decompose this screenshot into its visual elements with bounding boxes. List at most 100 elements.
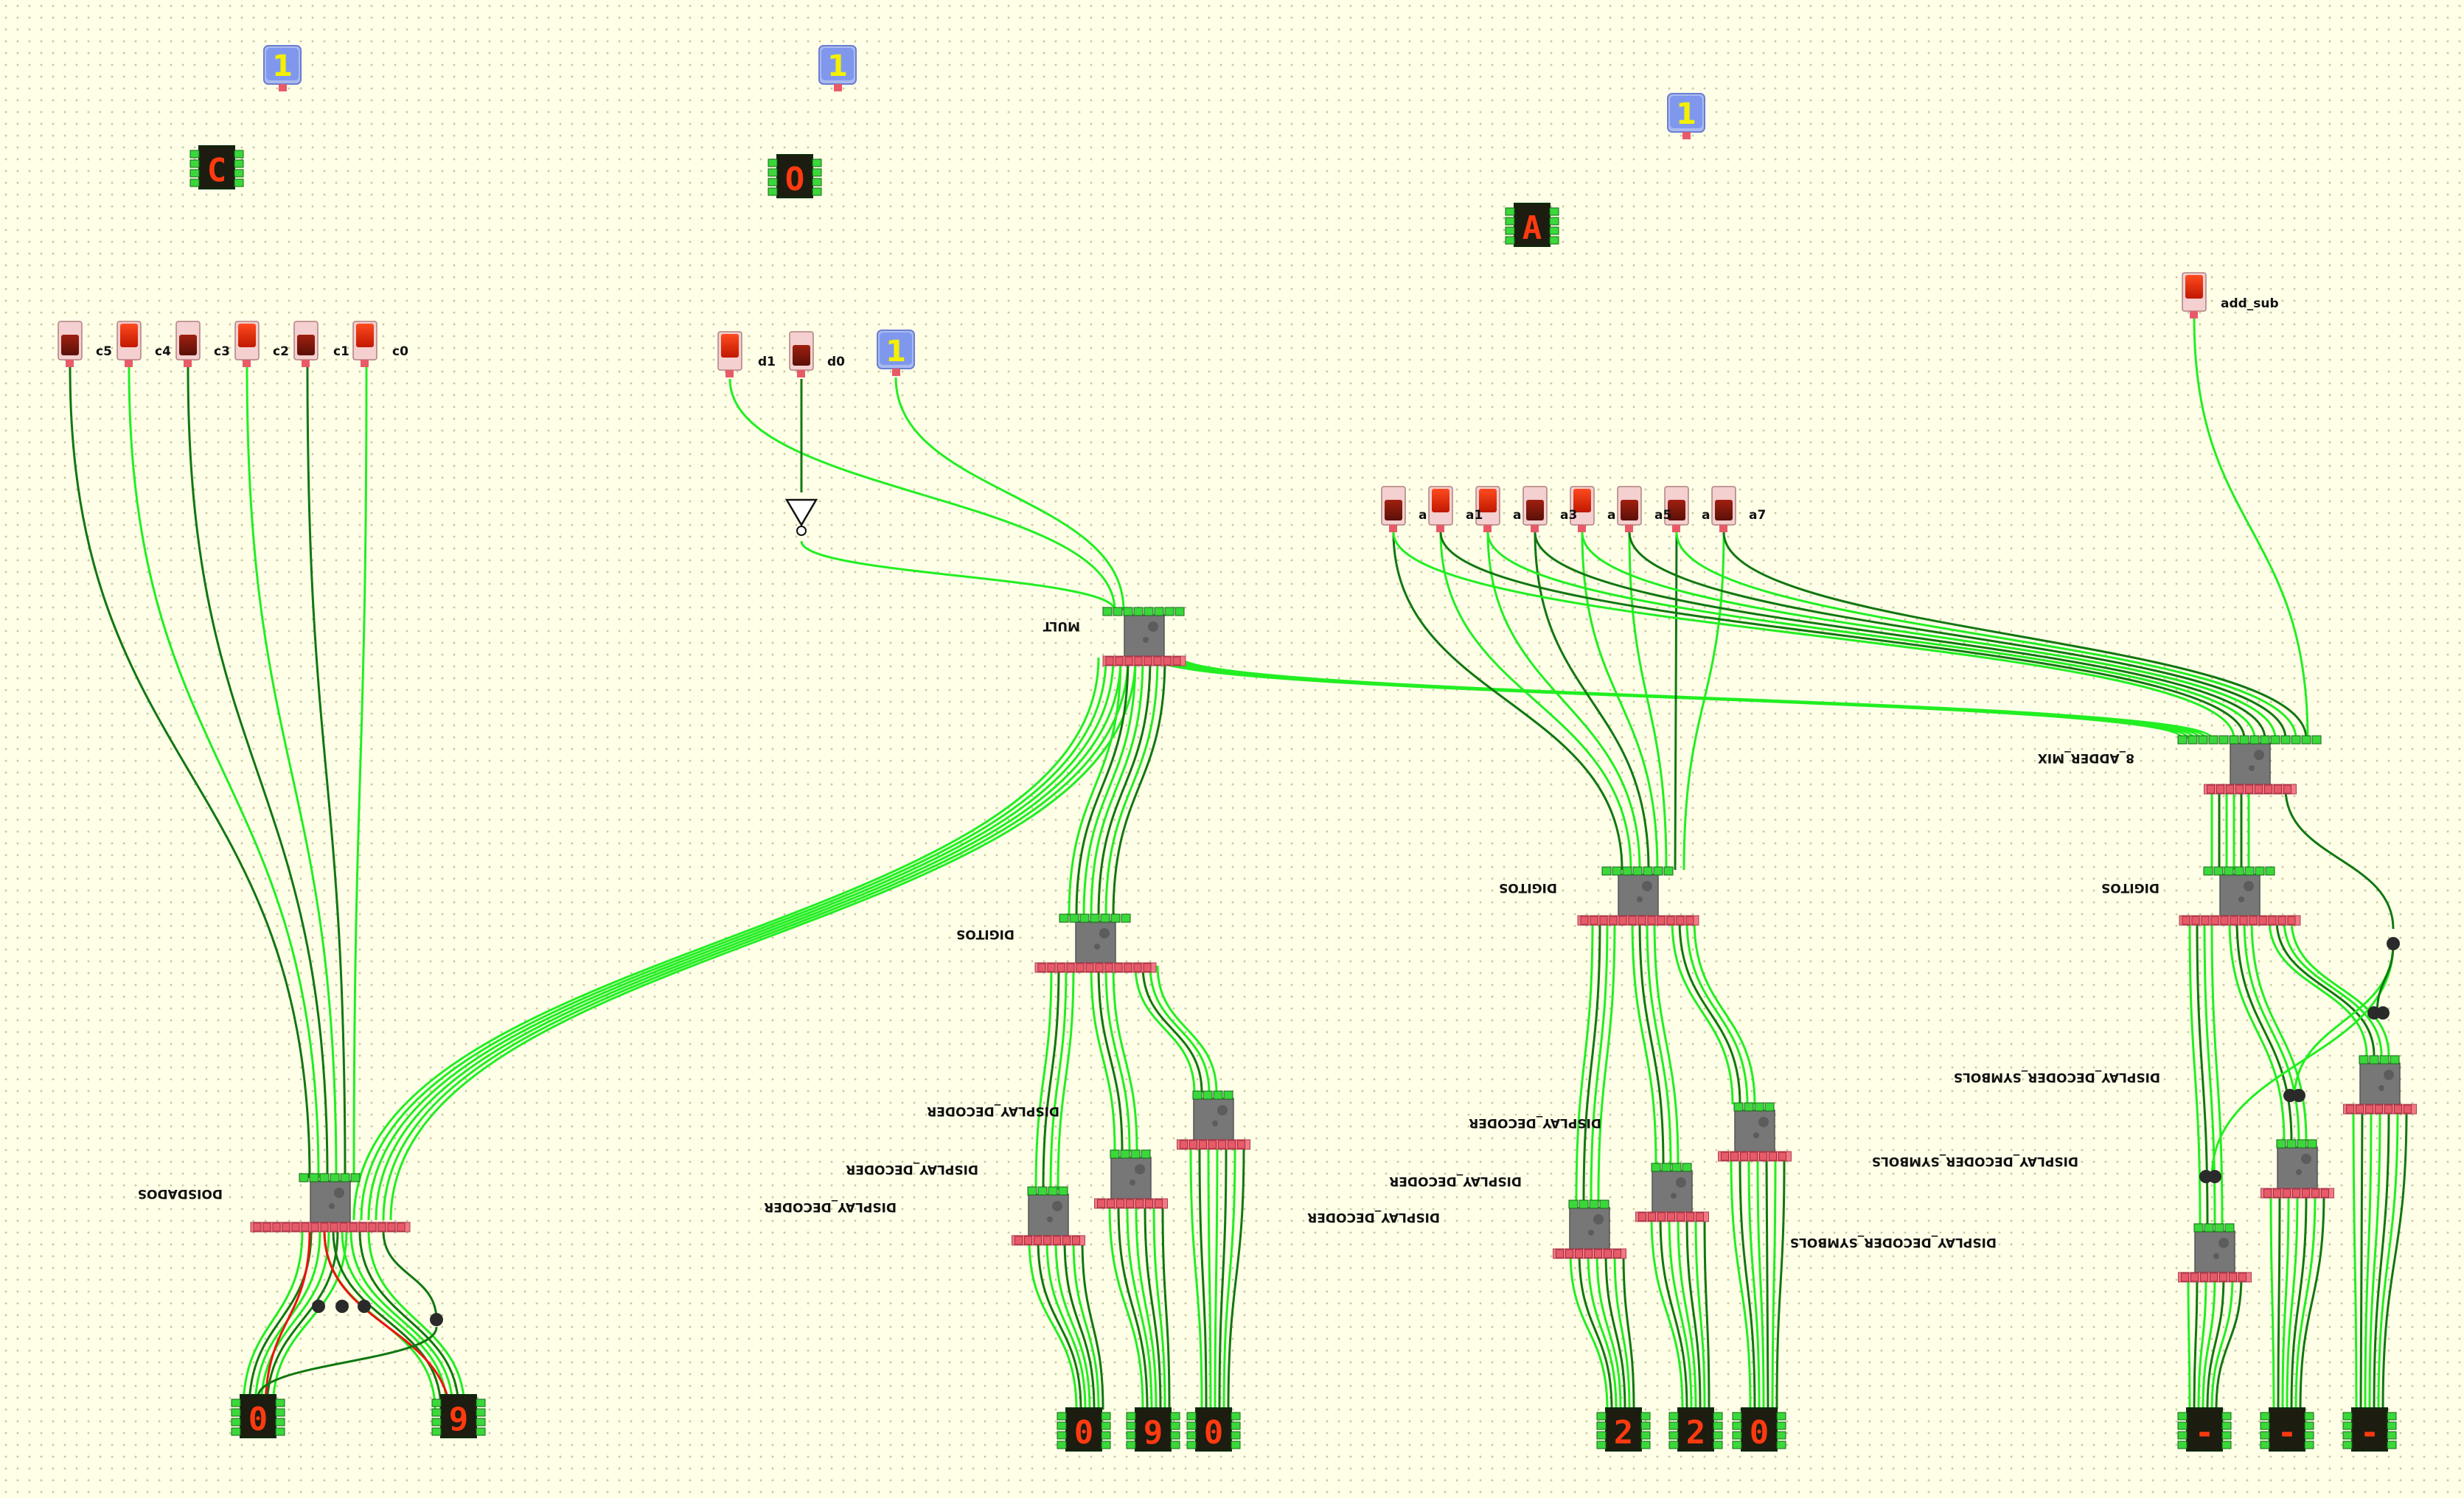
wire-a: [1392, 532, 2235, 739]
display-dice-1: [231, 1394, 285, 1438]
display-pin: [1231, 1421, 1241, 1430]
wire-mult-digitos: [1068, 657, 1122, 916]
block-label-digitos-3: DIGITOS: [2101, 880, 2160, 895]
display-pin: [768, 158, 778, 167]
display-pin: [1101, 1431, 1111, 1440]
switch-c3: [175, 321, 201, 367]
display-pin: [1186, 1431, 1197, 1440]
output-pin: [2216, 784, 2224, 794]
output-pin: [1116, 1199, 1124, 1208]
output-pin: [1062, 1236, 1071, 1245]
constant-value-c: 1: [272, 49, 293, 83]
switch-label-add-sub: add_sub: [2221, 296, 2279, 311]
output-pin: [1043, 1236, 1051, 1245]
block-body: [1193, 1098, 1234, 1140]
display-pin: [231, 1398, 241, 1407]
wire-dig-dec: [1149, 965, 1211, 1093]
constant-a: [1667, 93, 1705, 139]
output-pin: [1648, 1212, 1656, 1222]
switch-lever: [1621, 500, 1638, 520]
display-pin: [234, 150, 244, 158]
wire-dec-disp: [1756, 1158, 1765, 1410]
wire-dec-disp: [1578, 1251, 1613, 1410]
input-pin: [1058, 1186, 1068, 1196]
wire-dig-dec: [1671, 919, 1734, 1105]
wire-dec-disp: [1650, 1216, 1684, 1410]
wire-dec-disp: [1161, 1205, 1171, 1410]
output-pin: [1686, 1212, 1694, 1222]
output-pin: [2190, 311, 2198, 318]
wire-dec-disp: [2206, 1275, 2225, 1410]
output-pin: [2311, 1188, 2319, 1198]
wire-error: [264, 1230, 311, 1410]
wire-c: [187, 366, 329, 1179]
output-pin: [2249, 916, 2258, 925]
output-pin: [1066, 963, 1075, 972]
wire-dec-disp: [2373, 1108, 2390, 1410]
block-body: [1652, 1170, 1693, 1213]
input-pin: [1059, 913, 1069, 923]
wire-dig-dec: [1112, 965, 1138, 1152]
wire-a: [1722, 532, 2308, 739]
display-pin: [2177, 1431, 2188, 1440]
display-pin: [1732, 1440, 1742, 1449]
switch-lever: [1479, 489, 1497, 512]
switch-a-5: [1617, 486, 1642, 532]
output-pin: [1153, 656, 1162, 666]
output-pin: [387, 1222, 396, 1232]
block-label-digitos-1: DIGITOS: [956, 927, 1015, 941]
display-pin: [1231, 1412, 1241, 1421]
output-pin: [66, 360, 74, 367]
wire-dec-disp: [1703, 1216, 1710, 1410]
switch-lever: [1385, 500, 1402, 520]
block-dec-3b: [2261, 1139, 2334, 1199]
output-pin: [2287, 916, 2296, 925]
block-mark: [2301, 1154, 2311, 1164]
display-body: [2269, 1407, 2305, 1452]
input-pin: [1203, 1090, 1213, 1100]
output-pin: [1667, 1212, 1675, 1222]
wire-a: [1534, 532, 2266, 739]
display-pin: [1549, 226, 1559, 235]
display-title-c: [189, 145, 244, 189]
input-pin: [2390, 1055, 2400, 1065]
display-pin: [1186, 1440, 1197, 1449]
switch-label-c3: c3: [214, 344, 230, 359]
input-pin: [1110, 913, 1121, 923]
display-pin: [275, 1398, 285, 1407]
input-pin: [2224, 866, 2234, 876]
display-body: [440, 1394, 477, 1438]
wire-dec-disp: [1685, 1216, 1702, 1410]
input-pin: [2311, 735, 2322, 745]
input-pin: [2234, 866, 2244, 876]
output-pin: [1208, 1140, 1217, 1149]
output-pin: [2263, 1188, 2272, 1198]
wire-dec-disp: [2210, 1275, 2234, 1410]
block-mark: [1637, 896, 1643, 902]
output-pin: [1155, 1199, 1163, 1208]
wire-mult-digitos: [1097, 657, 1152, 916]
block-mark: [334, 1188, 344, 1198]
display-pin: [2387, 1440, 2397, 1449]
display-pin: [2304, 1440, 2314, 1449]
output-pin: [2268, 916, 2277, 925]
display-pin: [2260, 1421, 2270, 1430]
junction-node: [2376, 1006, 2390, 1020]
input-pin: [1733, 1102, 1744, 1112]
block-mark: [1676, 1177, 1686, 1188]
display-pin: [1170, 1431, 1180, 1440]
output-pin: [1657, 1212, 1666, 1222]
output-pin: [1053, 1236, 1061, 1245]
display-pin: [2221, 1421, 2232, 1430]
display-pin: [1668, 1412, 1679, 1421]
display-pin: [1776, 1440, 1786, 1449]
output-pin: [1575, 1249, 1583, 1258]
block-body: [1618, 874, 1659, 916]
wire-dig-dec: [1646, 919, 1672, 1166]
wire-dice-node: [257, 1326, 438, 1398]
input-pin: [2239, 735, 2249, 745]
output-pin: [279, 84, 287, 91]
gate-body: [784, 498, 818, 527]
display-digit: 0: [248, 1401, 268, 1438]
